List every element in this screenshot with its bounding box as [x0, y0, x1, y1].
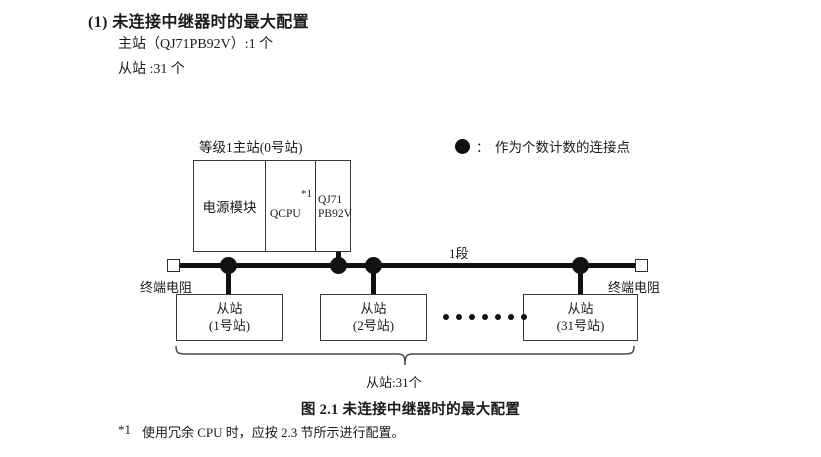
slave-1-drop-line — [226, 266, 231, 295]
slave-1-title: 从站 — [216, 300, 243, 316]
slave-1-station: (1号站) — [208, 317, 251, 333]
connection-node-master — [330, 257, 347, 274]
footnote-marker: *1 — [118, 422, 131, 437]
master-module-rack: 电源模块 QCPU *1 QJ71 PB92V — [193, 160, 352, 252]
terminator-left-icon — [167, 259, 180, 272]
spec-master-count: 主站（QJ71PB92V）:1 个 — [118, 37, 274, 52]
slave-group-brace-label: 从站:31个 — [366, 375, 422, 390]
terminator-right-icon — [635, 259, 648, 272]
terminator-right-label: 终端电阻 — [608, 280, 661, 295]
qcpu-cell: QCPU *1 — [266, 161, 316, 251]
slave-group-brace — [172, 345, 638, 374]
slave-station-box-1: 从站 (1号站) — [176, 294, 283, 341]
slave-2-station: (2号站) — [352, 317, 395, 333]
ellipsis-dots — [443, 314, 527, 320]
network-module-label-line1: QJ71 — [318, 194, 343, 206]
brace-shape — [175, 345, 635, 366]
connection-node-slave-1 — [220, 257, 237, 274]
ellipsis-dot — [443, 314, 449, 320]
legend-label: 作为个数计数的连接点 — [495, 140, 631, 155]
ellipsis-dot — [456, 314, 462, 320]
qcpu-footnote-marker: *1 — [301, 188, 312, 200]
network-bus-line — [176, 263, 638, 268]
master-station-label: 等级1主站(0号站) — [199, 140, 303, 155]
qcpu-label: QCPU — [270, 208, 301, 220]
slave-station-box-31: 从站 (31号站) — [523, 294, 638, 341]
spec-slave-count: 从站 :31 个 — [118, 62, 185, 77]
slave-station-box-2: 从站 (2号站) — [320, 294, 427, 341]
slave-2-drop-line — [371, 266, 376, 295]
ellipsis-dot — [521, 314, 527, 320]
footnote: *1 使用冗余 CPU 时，应按 2.3 节所示进行配置。 — [118, 422, 405, 441]
legend-separator: ： — [476, 139, 490, 155]
segment-label: 1段 — [449, 246, 469, 261]
connection-node-slave-31 — [572, 257, 589, 274]
filled-circle-icon — [455, 138, 470, 154]
network-module-cell: QJ71 PB92V — [316, 161, 352, 251]
ellipsis-dot — [469, 314, 475, 320]
ellipsis-dot — [495, 314, 501, 320]
ellipsis-dot — [508, 314, 514, 320]
section-heading: (1) 未连接中继器时的最大配置 — [88, 14, 310, 31]
slave-31-station: (31号站) — [556, 317, 605, 333]
slave-31-drop-line — [578, 266, 583, 295]
footnote-text: 使用冗余 CPU 时，应按 2.3 节所示进行配置。 — [142, 425, 405, 440]
legend: ： 作为个数计数的连接点 — [455, 136, 630, 156]
ellipsis-dot — [482, 314, 488, 320]
slave-31-title: 从站 — [567, 300, 594, 316]
connection-node-slave-2 — [365, 257, 382, 274]
terminator-left-label: 终端电阻 — [140, 280, 193, 295]
network-module-label-line2: PB92V — [318, 207, 352, 220]
figure-caption: 图 2.1 未连接中继器时的最大配置 — [300, 402, 521, 418]
power-module-cell: 电源模块 — [194, 161, 266, 251]
slave-2-title: 从站 — [360, 300, 387, 316]
